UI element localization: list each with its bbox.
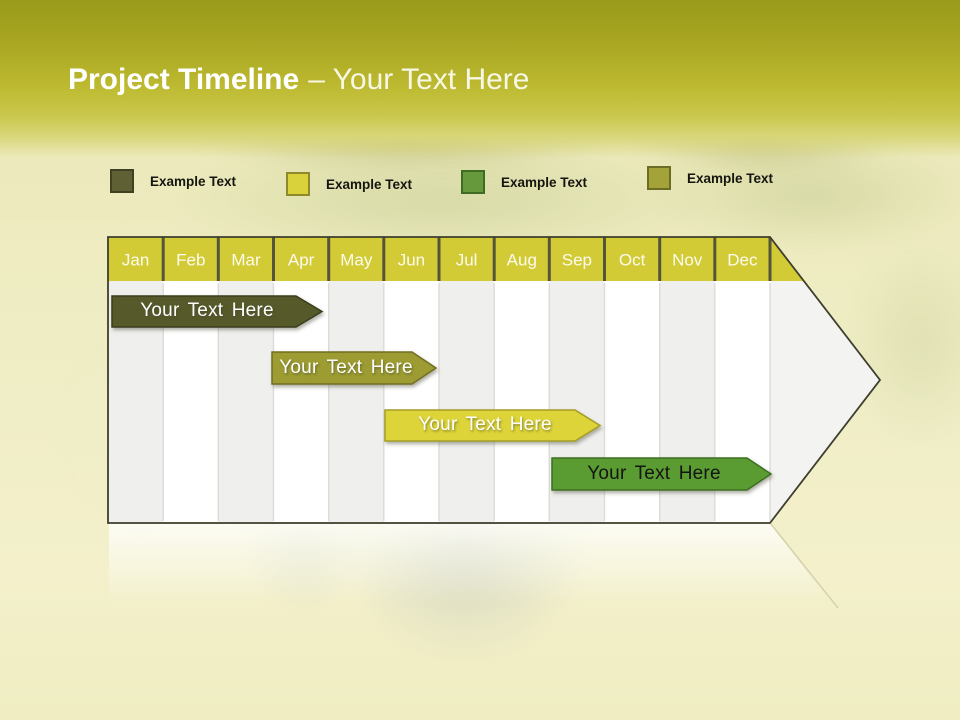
reflection-edge: [770, 523, 839, 609]
title-main: Project Timeline: [68, 63, 300, 96]
month-header-label: Nov: [672, 251, 703, 270]
month-header-label: May: [340, 251, 373, 270]
timeline-column: [328, 281, 384, 522]
timeline-bar-4[interactable]: [551, 457, 773, 491]
timeline-column: [439, 281, 495, 522]
legend-item-4[interactable]: Example Text: [647, 166, 773, 190]
timeline-column: [494, 281, 550, 522]
legend-label: Example Text: [326, 176, 413, 192]
bar-label-placeholder[interactable]: Your Text Here: [587, 463, 721, 484]
month-header-label: Jun: [398, 251, 425, 270]
month-header-label: Aug: [507, 251, 537, 270]
legend-label: Example Text: [687, 170, 774, 186]
legend-label: Example Text: [501, 174, 588, 190]
month-header-label: Jan: [122, 251, 149, 270]
month-header-label: Jul: [456, 251, 478, 270]
bar-label-placeholder[interactable]: Your Text Here: [140, 300, 274, 321]
legend-label: Example Text: [150, 173, 237, 189]
bar-label-placeholder[interactable]: Your Text Here: [279, 357, 413, 378]
legend-item-1[interactable]: Example Text: [110, 169, 236, 193]
bar-label-placeholder[interactable]: Your Text Here: [418, 414, 552, 435]
legend-swatch-green: [461, 170, 485, 194]
timeline-bar-2[interactable]: [271, 351, 438, 385]
month-header-label: Feb: [176, 251, 205, 270]
month-header-label: Apr: [288, 251, 315, 270]
legend-swatch-olive: [647, 166, 671, 190]
legend-swatch-dark-olive: [110, 169, 134, 193]
month-header-label: Dec: [727, 251, 758, 270]
timeline-column: [383, 281, 439, 522]
title-placeholder: – Your Text Here: [308, 63, 530, 96]
legend-item-2[interactable]: Example Text: [286, 172, 412, 196]
page-title[interactable]: Project Timeline– Your Text Here: [68, 62, 529, 98]
title-band: [0, 0, 960, 158]
legend-item-3[interactable]: Example Text: [461, 170, 587, 194]
month-header-label: Mar: [231, 251, 261, 270]
month-header-row: [108, 237, 818, 281]
month-header-label: Sep: [562, 251, 592, 270]
chart-reflection: [109, 524, 833, 606]
legend-swatch-yellow: [286, 172, 310, 196]
timeline-bar-1[interactable]: [111, 295, 324, 328]
month-header-label: Oct: [619, 251, 646, 270]
chart-arrow-outline: [107, 236, 882, 524]
chart-body: [108, 237, 880, 523]
timeline-bar-3[interactable]: [384, 409, 602, 442]
